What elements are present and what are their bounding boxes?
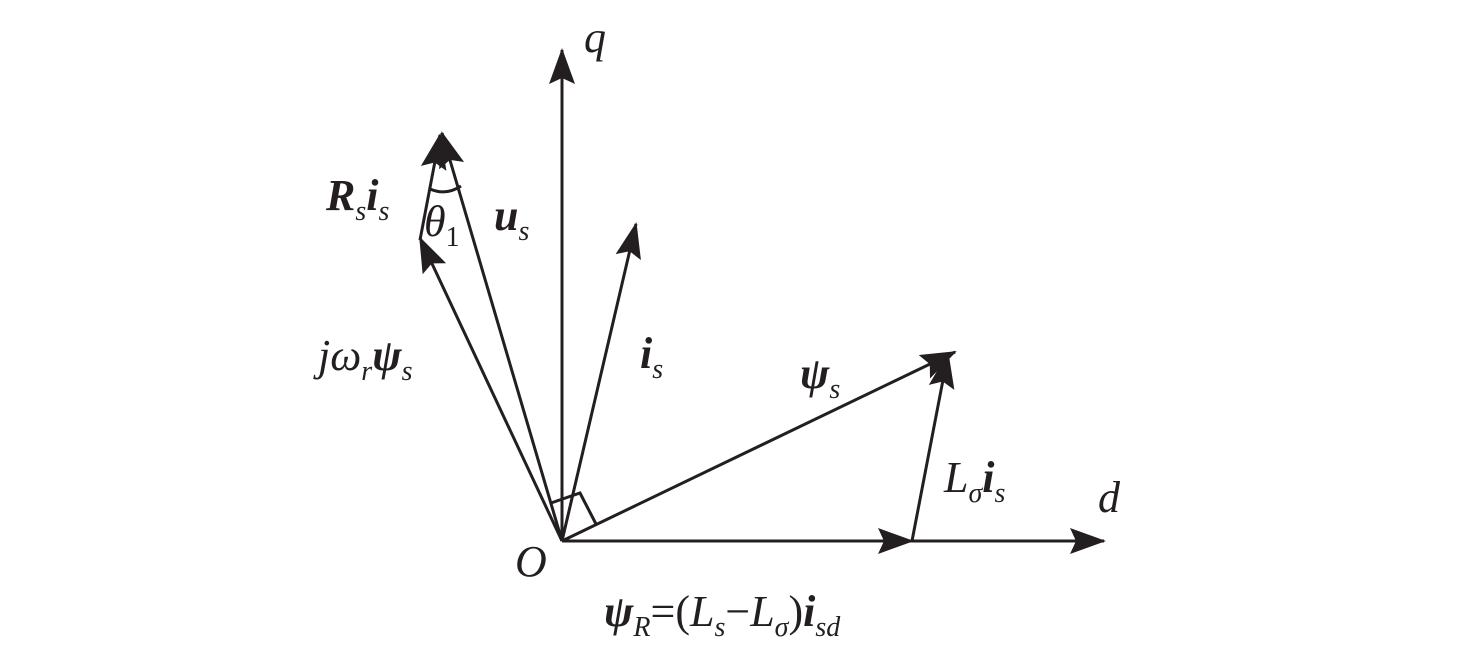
jw-psi-vector <box>418 236 564 542</box>
psi-r-label: ψR=(Ls−Lσ)isd <box>604 587 841 643</box>
theta-arc <box>429 184 462 194</box>
q-axis-label: q <box>584 13 606 62</box>
l-sigma-is-label: Lσis <box>943 453 1006 509</box>
theta-label: θ1 <box>424 197 460 253</box>
rs-is-vector <box>418 133 447 241</box>
psi-s-vector <box>561 350 957 543</box>
d-axis-label: d <box>1098 473 1121 522</box>
l-sigma-is-vector <box>910 352 955 542</box>
us-vector <box>439 131 564 542</box>
jw-psi-label: jωrψs <box>313 331 413 387</box>
is-vector <box>560 222 641 542</box>
origin-label: O <box>515 537 547 586</box>
rs-is-label: Rsis <box>325 171 390 227</box>
is-label: is <box>640 329 663 385</box>
us-label: us <box>494 191 529 247</box>
right-angle-mark <box>550 491 598 525</box>
psi-s-label: ψs <box>800 349 840 405</box>
